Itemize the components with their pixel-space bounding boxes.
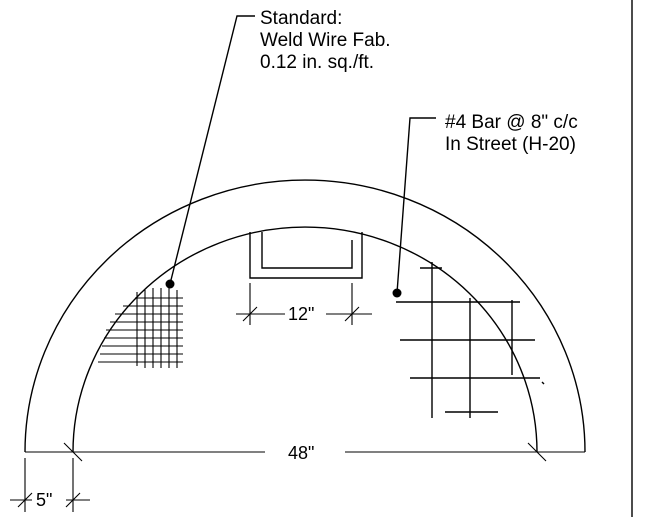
weld-wire-mesh: [98, 288, 183, 368]
street-load-label: In Street (H-20): [445, 134, 576, 155]
bar-spec-label: #4 Bar @ 8" c/c: [445, 112, 578, 133]
area-spec-label: 0.12 in. sq./ft.: [260, 52, 374, 73]
rebar-grid: [396, 262, 545, 418]
opening-frame: [249, 232, 363, 279]
wall-dimension: [10, 458, 90, 512]
standard-leader: [165, 15, 255, 289]
opening-dimension: [236, 283, 372, 325]
outer-arc: [24, 179, 586, 453]
diameter-dimension: [25, 442, 585, 462]
inner-arc: [72, 226, 538, 453]
wall-dimension-label: 5": [36, 490, 52, 510]
opening-dimension-label: 12": [288, 304, 314, 324]
weld-wire-label: Weld Wire Fab.: [260, 30, 391, 51]
standard-label: Standard:: [260, 8, 342, 29]
bar-leader: [392, 117, 436, 298]
diameter-dimension-label: 48": [288, 443, 314, 463]
